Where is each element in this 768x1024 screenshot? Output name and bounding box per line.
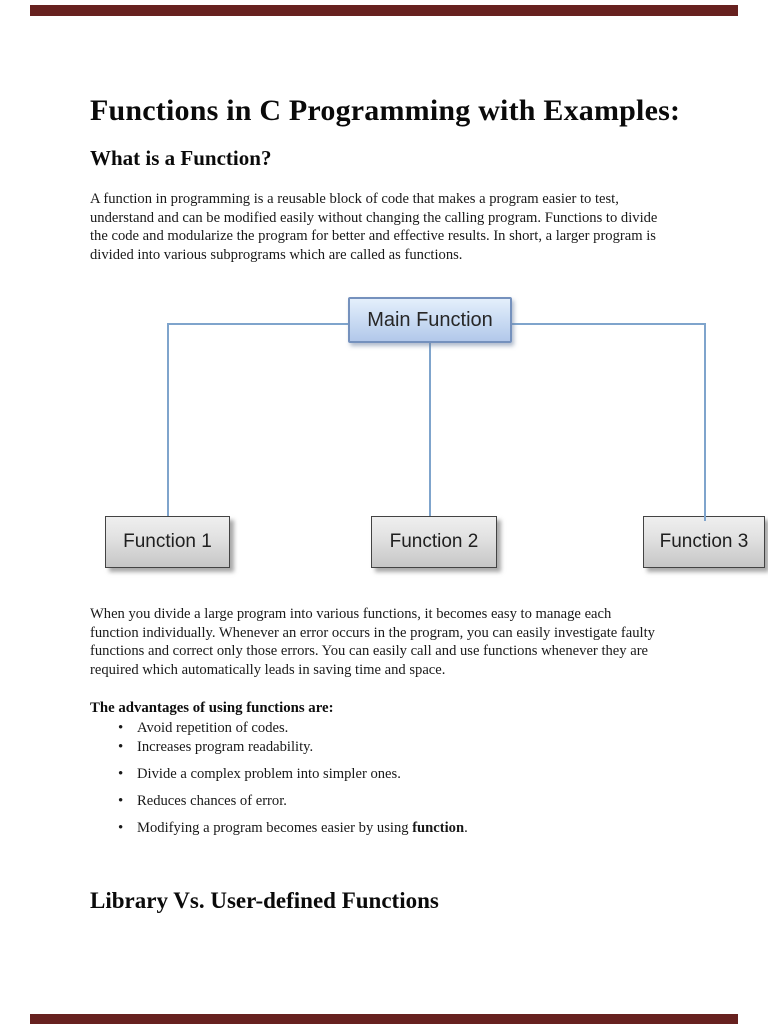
list-item-text: Reduces chances of error. [137,793,287,809]
function-1-node: Function 1 [105,516,230,568]
function-3-node: Function 3 [643,516,765,568]
list-item-text: Avoid repetition of codes. [137,720,289,736]
page-title: Functions in C Programming with Examples… [90,94,681,127]
list-item: • Avoid repetition of codes. [118,720,288,737]
connector-right-horizontal [512,323,704,325]
connector-right-vertical [704,323,706,521]
section-heading-what-is-a-function: What is a Function? [90,146,272,170]
list-item-text-suffix: . [464,820,468,836]
list-item-text: Divide a complex problem into simpler on… [137,766,401,782]
list-item: • Divide a complex problem into simpler o… [118,766,401,783]
connector-left-vertical [167,323,169,516]
viewer-bottom-bar [30,1014,738,1024]
list-item: • Reduces chances of error. [118,793,287,810]
advantages-heading: The advantages of using functions are: [90,700,334,716]
bullet-icon: • [118,793,124,809]
function-2-label: Function 2 [389,531,479,552]
bullet-icon: • [118,820,124,836]
viewer-top-bar [30,5,738,16]
function-2-node: Function 2 [371,516,497,568]
function-1-label: Function 1 [123,531,212,552]
list-item-text: Modifying a program becomes easier by us… [137,820,468,836]
bullet-icon: • [118,766,124,782]
bullet-icon: • [118,739,124,755]
connector-middle-vertical [429,343,431,516]
body-paragraph: When you divide a large program into var… [90,606,655,679]
list-item-text: Increases program readability. [137,739,314,755]
main-function-node: Main Function [348,297,512,343]
intro-paragraph: A function in programming is a reusable … [90,191,658,264]
list-item: • Modifying a program becomes easier by u… [118,820,468,837]
list-item-text-prefix: Modifying a program becomes easier by us… [137,820,413,836]
section-heading-library-vs-user-defined: Library Vs. User-defined Functions [90,888,439,913]
connector-left-horizontal [167,323,348,325]
list-item-text-bold: function [412,820,465,836]
list-item: • Increases program readability. [118,739,313,756]
bullet-icon: • [118,720,124,736]
main-function-label: Main Function [367,308,493,331]
function-3-label: Function 3 [659,531,749,552]
